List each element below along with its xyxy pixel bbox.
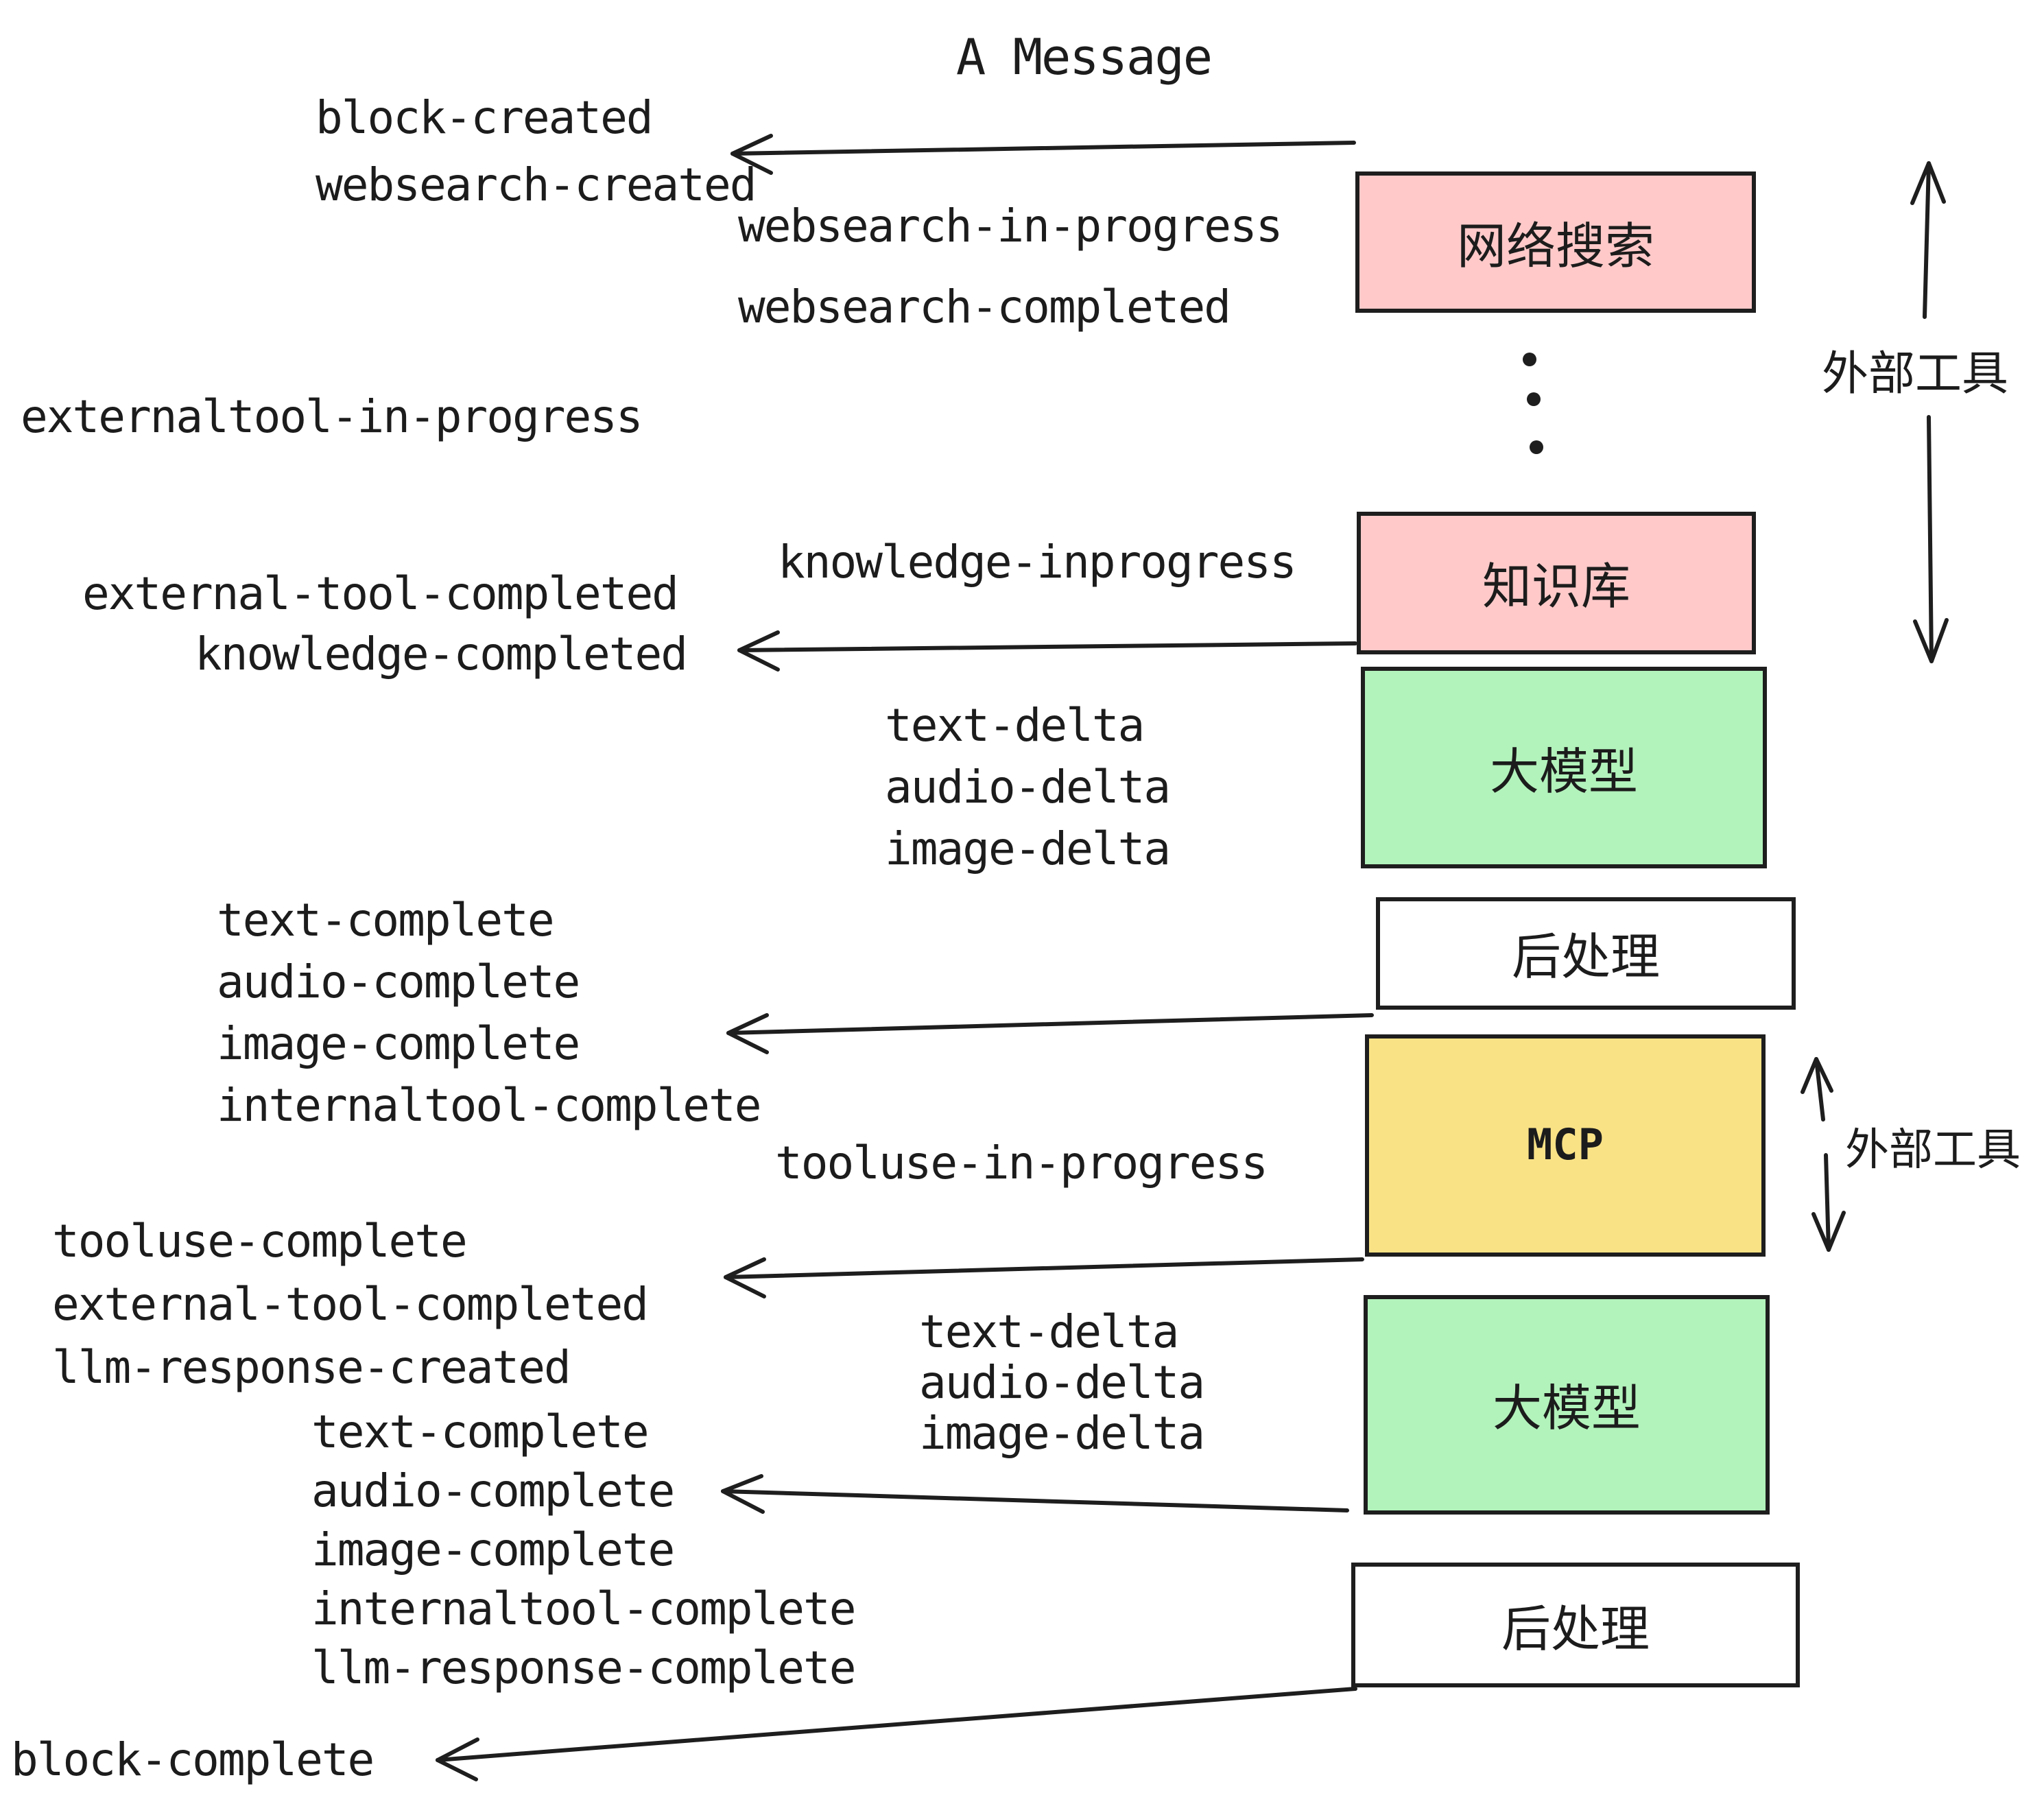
box-knowledge: 知识库 [1357, 512, 1756, 654]
box-postprocess-2: 后处理 [1351, 1563, 1800, 1687]
arrow-to-image-complete [726, 1013, 1374, 1054]
event-image-delta-1: image-delta [885, 822, 1171, 875]
arrow-to-block-complete [436, 1687, 1357, 1781]
event-block-complete: block-complete [11, 1733, 375, 1786]
event-websearch-completed: websearch-completed [738, 280, 1231, 333]
event-llm-response-created: llm-response-created [52, 1340, 571, 1394]
external-tools-up-arrow-1 [1910, 161, 1946, 319]
box-postprocess-1: 后处理 [1376, 897, 1796, 1010]
external-tools-down-arrow-1 [1913, 415, 1949, 663]
external-tools-label-bottom: 外部工具 [1845, 1125, 2021, 1174]
event-audio-delta-1: audio-delta [885, 760, 1171, 814]
event-text-delta-2: text-delta [919, 1305, 1179, 1358]
box-postprocess-2-label: 后处理 [1501, 1600, 1650, 1657]
box-websearch-label: 网络搜索 [1456, 217, 1654, 274]
event-text-complete-1: text-complete [217, 893, 555, 947]
event-tooluse-in-progress: tooluse-in-progress [775, 1136, 1268, 1189]
complete-event-list-2: text-complete audio-complete image-compl… [311, 1402, 856, 1697]
event-image-delta-2: image-delta [919, 1406, 1205, 1460]
event-audio-delta-2: audio-delta [919, 1355, 1205, 1409]
event-llm-response-complete: llm-response-complete [311, 1641, 856, 1694]
box-llm-1-label: 大模型 [1489, 743, 1638, 799]
event-audio-complete-2: audio-complete [311, 1464, 675, 1517]
external-tools-up-arrow-2 [1801, 1057, 1833, 1121]
box-llm-1: 大模型 [1361, 667, 1767, 868]
event-external-tool-completed-2: external-tool-completed [52, 1277, 649, 1331]
box-llm-2-label: 大模型 [1492, 1380, 1641, 1436]
event-block-created: block-created [316, 91, 654, 144]
event-tooluse-complete: tooluse-complete [52, 1214, 468, 1268]
event-websearch-created: websearch-created [316, 158, 757, 211]
event-knowledge-inprogress: knowledge-inprogress [778, 535, 1297, 589]
event-image-complete-2: image-complete [311, 1523, 675, 1576]
box-mcp: MCP [1365, 1034, 1766, 1257]
complete-event-list-1: text-complete audio-complete image-compl… [217, 889, 761, 1136]
arrow-to-block-created [730, 134, 1356, 175]
event-externaltool-in-progress: externaltool-in-progress [21, 390, 643, 443]
delta-event-list-1: text-delta audio-delta image-delta [885, 694, 1171, 879]
delta-event-list-2: text-delta audio-delta image-delta [919, 1305, 1205, 1460]
event-external-tool-completed: external-tool-completed [82, 567, 679, 620]
ellipsis-dots-icon [1523, 353, 1543, 454]
arrow-to-tooluse-complete [724, 1257, 1364, 1298]
box-mcp-label: MCP [1527, 1121, 1604, 1170]
external-tools-down-arrow-2 [1811, 1153, 1846, 1252]
arrow-to-knowledge-completed [737, 630, 1357, 672]
box-websearch: 网络搜索 [1355, 171, 1756, 313]
event-websearch-in-progress: websearch-in-progress [738, 199, 1283, 252]
box-postprocess-1-label: 后处理 [1511, 929, 1660, 985]
diagram-title: A Message [955, 30, 1213, 86]
external-tools-label-top: 外部工具 [1822, 348, 2008, 401]
event-knowledge-completed: knowledge-completed [195, 627, 688, 680]
tool-result-event-list: tooluse-complete external-tool-completed… [52, 1210, 649, 1399]
event-text-delta-1: text-delta [885, 698, 1145, 752]
event-internaltool-complete-1: internaltool-complete [217, 1078, 761, 1132]
event-image-complete-1: image-complete [217, 1017, 580, 1070]
box-knowledge-label: 知识库 [1482, 558, 1630, 615]
event-text-complete-2: text-complete [311, 1405, 650, 1458]
event-internaltool-complete-2: internaltool-complete [311, 1582, 856, 1635]
box-llm-2: 大模型 [1364, 1295, 1770, 1515]
event-audio-complete-1: audio-complete [217, 955, 580, 1008]
